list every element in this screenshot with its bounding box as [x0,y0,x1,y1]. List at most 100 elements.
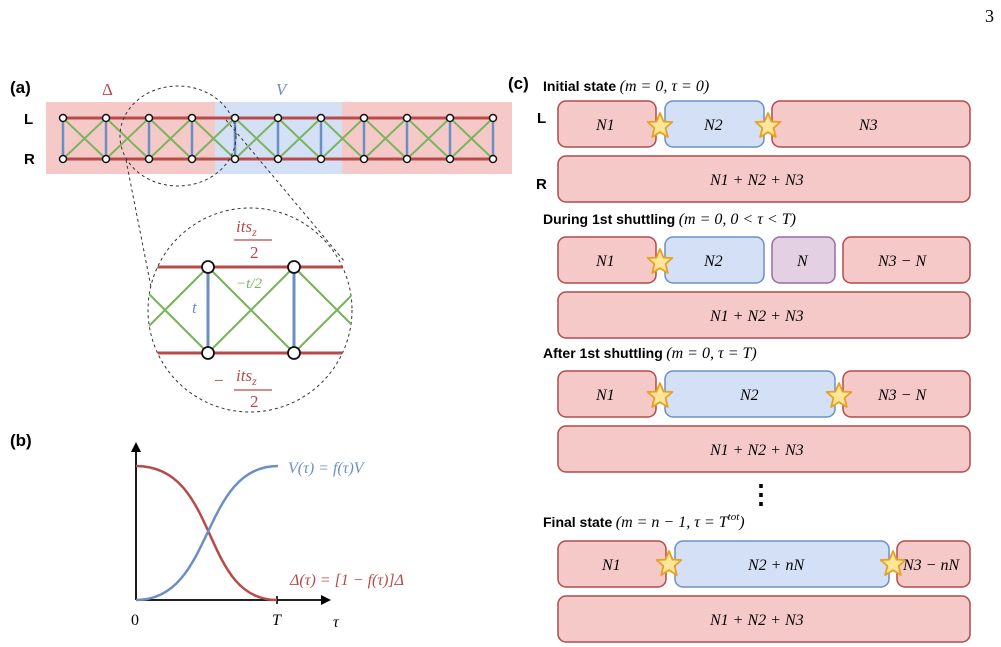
box-label: N3 − nN [902,557,960,574]
svg-text:2: 2 [250,243,259,262]
ladder-diagonal [406,117,451,160]
ladder-diagonal [191,117,236,160]
svg-text:Final state (m = n − 1, τ = Tt: Final state (m = n − 1, τ = Ttot) [543,511,745,531]
lattice-site [402,154,412,164]
box-label: N [796,253,809,270]
state-initial: Initial state (m = 0, τ = 0) N1 N2 N3 N1… [543,78,971,203]
zoom-diag [293,266,352,354]
x-T-label: T [272,612,282,629]
ellipsis: ⋮ [748,480,774,509]
state-during-shuttling: During 1st shuttling (m = 0, 0 < τ < T) … [543,211,971,339]
box-label: N3 − N [877,253,927,270]
box-label: N1 + N2 + N3 [709,442,804,459]
x-origin-label: 0 [131,612,139,629]
lattice-site [445,113,455,123]
zoom-site [287,346,301,360]
ladder-diagonal [234,117,279,160]
box-label: N3 [858,117,878,134]
box-n3-minus-n [842,236,971,284]
box-label: N3 − N [877,387,927,404]
box-label: N1 + N2 + N3 [709,612,804,629]
lattice-site [144,113,154,123]
x-axis-arrow [321,595,331,605]
panel-a-label: (a) [10,78,31,97]
bottom-coupling-label: − itsz 2 [214,366,272,411]
diag-coupling-label: −t/2 [236,276,262,292]
ladder-diagonal [363,117,408,160]
x-axis-var: τ [333,614,340,631]
zoom-diag [207,266,295,354]
lattice-site [273,113,283,123]
state-final: Final state (m = n − 1, τ = Ttot) N1 N2 … [543,511,971,643]
svg-text:2: 2 [250,392,259,411]
ladder-diagonal [277,117,322,160]
v-curve [135,464,279,602]
page-number: 3 [985,6,994,26]
ladder-diagonal [62,117,107,160]
svg-text:−: − [214,371,224,390]
box-total [557,291,971,339]
delta-curve-label: Δ(τ) = [1 − f(τ)]Δ [289,572,404,589]
lattice-site [101,113,111,123]
ladder-lattice [58,113,498,164]
delta-curve [135,464,278,602]
box-label: N2 [739,387,759,404]
svg-text:itsz: itsz [236,217,257,239]
lattice-site [445,154,455,164]
zoom-lattice [148,265,352,355]
zoom-site [287,260,301,274]
svg-text:itsz: itsz [236,366,257,388]
lattice-site [230,154,240,164]
v-label: V [276,80,289,99]
svg-text:During 1st shuttling (m = 0, 0: During 1st shuttling (m = 0, 0 < τ < T) [543,211,796,228]
ladder-diagonal [320,117,365,160]
lattice-site [230,113,240,123]
state-after-shuttling: After 1st shuttling (m = 0, τ = T) N1 N2… [543,345,971,473]
lattice-site [58,113,68,123]
v-curve-label: V(τ) = f(τ)V [288,460,366,477]
box-label: N1 + N2 + N3 [709,172,804,189]
y-axis-arrow [131,442,141,452]
box-label: N2 + nN [747,557,805,574]
ladder-diagonal [148,117,193,160]
lattice-site [101,154,111,164]
zoom-guide-left [125,159,153,293]
zoom-diag [148,266,209,354]
box-total [557,425,971,473]
box-label: N1 [601,557,621,574]
zoom-guide-right [225,119,346,263]
box-label: N1 [595,117,615,134]
lattice-site [402,113,412,123]
row-label-L: L [24,111,33,128]
lattice-site [187,154,197,164]
lattice-site [187,113,197,123]
lattice-site [488,154,498,164]
lattice-site [273,154,283,164]
box-total [557,155,971,203]
ladder-diagonal [105,117,150,160]
lattice-site [359,154,369,164]
lattice-site [488,113,498,123]
lattice-site [316,154,326,164]
box-label: N1 [595,387,615,404]
lattice-site [58,154,68,164]
svg-text:Initial state (m = 0, τ = 0): Initial state (m = 0, τ = 0) [543,78,709,95]
rung-coupling-label: t [192,298,198,317]
lattice-site [144,154,154,164]
box-total [557,595,971,643]
zoom-site [201,260,215,274]
row-label-R: R [24,151,35,168]
zoom-region [119,85,237,187]
box-label: N1 [595,253,615,270]
lattice-site [359,113,369,123]
delta-label: Δ [102,80,113,99]
box-label: N2 [703,253,723,270]
top-coupling-label: itsz 2 [234,217,272,262]
ladder-diagonal [449,117,494,160]
lattice-site [316,113,326,123]
box-label: N2 [703,117,723,134]
zoom-site [201,346,215,360]
panel-c-label: (c) [508,74,529,93]
panel-b-label: (b) [10,431,32,450]
